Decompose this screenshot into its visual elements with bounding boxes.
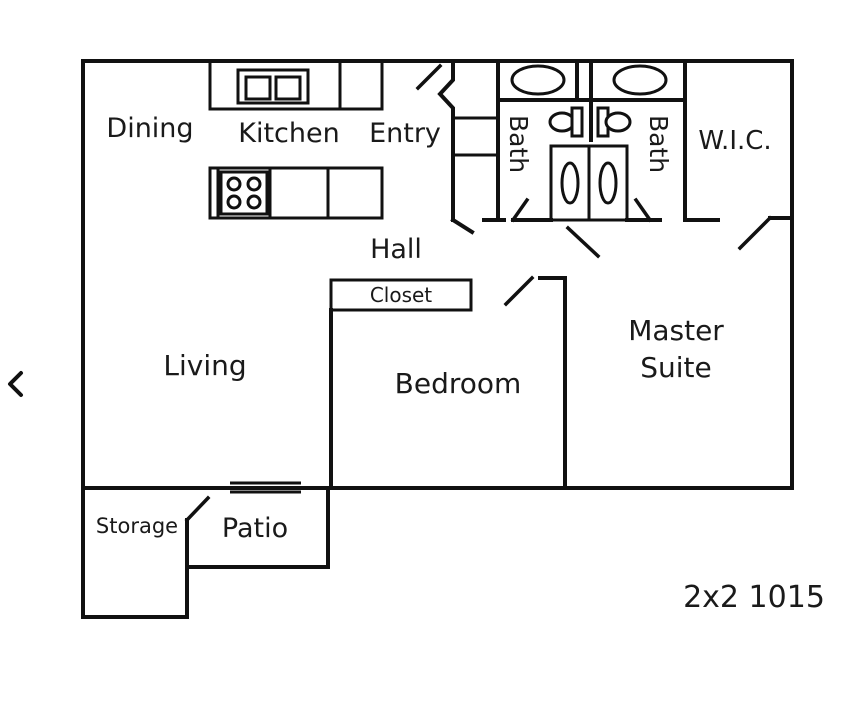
previous-image-button[interactable] bbox=[0, 362, 30, 406]
room-label-storage: Storage bbox=[96, 514, 178, 538]
toilet-icon bbox=[596, 106, 632, 138]
room-label-bath-1: Bath bbox=[504, 115, 533, 173]
room-label-living: Living bbox=[163, 349, 246, 382]
bathrooms bbox=[496, 59, 720, 259]
sink-icon bbox=[510, 64, 566, 96]
bedroom-walls bbox=[329, 275, 567, 490]
room-label-hall: Hall bbox=[370, 234, 422, 265]
kitchen-upper-counter bbox=[208, 59, 384, 111]
room-label-master-line1: Master bbox=[628, 314, 724, 347]
room-label-patio: Patio bbox=[222, 513, 288, 544]
room-label-closet: Closet bbox=[370, 283, 432, 307]
kitchen-lower-counter bbox=[208, 166, 384, 220]
closet bbox=[329, 278, 473, 312]
stove-icon bbox=[219, 170, 269, 216]
sink-icon bbox=[612, 64, 668, 96]
patio-details bbox=[184, 481, 301, 569]
room-label-kitchen: Kitchen bbox=[238, 118, 339, 149]
toilet-icon bbox=[548, 106, 584, 138]
sink-icon bbox=[236, 68, 310, 105]
room-label-wic: W.I.C. bbox=[698, 126, 771, 156]
room-label-bath-2: Bath bbox=[644, 115, 673, 173]
room-label-master-line2: Suite bbox=[640, 351, 712, 384]
room-label-bedroom: Bedroom bbox=[395, 367, 522, 400]
room-label-entry: Entry bbox=[369, 118, 441, 149]
plan-type-label: 2x2 1015 bbox=[683, 580, 825, 615]
master-door bbox=[737, 215, 794, 251]
outer-walls bbox=[81, 59, 794, 619]
room-label-dining: Dining bbox=[106, 113, 193, 144]
tub-icon bbox=[549, 144, 629, 222]
entry-area bbox=[415, 59, 506, 235]
chevron-left-icon bbox=[8, 371, 23, 397]
